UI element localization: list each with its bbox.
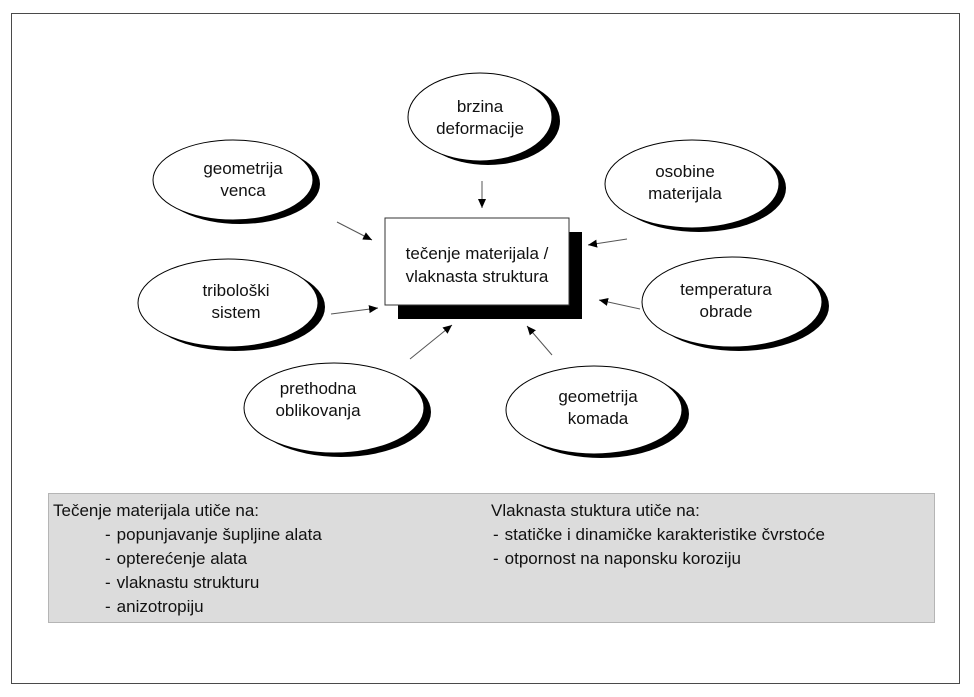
dash-glyph: - <box>105 597 111 616</box>
node-label: temperatura <box>680 280 772 299</box>
node-ellipse <box>152 139 314 221</box>
list-item-text: popunjavanje šupljine alata <box>116 525 322 544</box>
node-ellipse <box>407 72 553 162</box>
node-label: venca <box>220 181 266 200</box>
center-box-rect <box>384 217 570 306</box>
dash-glyph: - <box>493 525 499 544</box>
list-item: -statičke i dinamičke karakteristike čvr… <box>491 523 825 547</box>
arrows <box>330 181 641 360</box>
node-label: brzina <box>457 97 504 116</box>
center-box: tečenje materijala / vlaknasta struktura <box>384 217 582 319</box>
list-item-text: otpornost na naponsku koroziju <box>504 549 741 568</box>
list-item: -otpornost na naponsku koroziju <box>491 547 825 571</box>
node-geometrija-komada: geometrija komada <box>505 365 689 458</box>
node-ellipse <box>641 256 823 348</box>
arrow-geometrija-komada <box>526 325 553 356</box>
arrow-triboloski-sistem <box>330 305 379 315</box>
node-ellipse <box>243 362 425 454</box>
node-geometrija-venca: geometrija venca <box>152 139 320 224</box>
node-ellipse <box>137 258 319 348</box>
node-label: komada <box>568 409 629 428</box>
node-label: osobine <box>655 162 715 181</box>
node-label: materijala <box>648 184 722 203</box>
node-label: prethodna <box>280 379 357 398</box>
node-label: oblikovanja <box>275 401 361 420</box>
list-item-text: opterećenje alata <box>116 549 248 568</box>
arrow-temperatura-obrade <box>598 298 641 310</box>
node-triboloski-sistem: tribološki sistem <box>137 258 325 351</box>
influence-summary-panel: Tečenje materijala utiče na: -popunjavan… <box>48 493 935 623</box>
fiber-structure-heading: Vlaknasta stuktura utiče na: <box>491 501 700 520</box>
center-label: vlaknasta struktura <box>406 267 549 286</box>
dash-glyph: - <box>105 525 111 544</box>
list-item: -vlaknastu strukturu <box>53 571 322 595</box>
arrow-prethodna-oblikovanja <box>409 324 453 360</box>
list-item-text: vlaknastu strukturu <box>116 573 260 592</box>
node-label: geometrija <box>558 387 638 406</box>
node-temperatura-obrade: temperatura obrade <box>641 256 829 351</box>
center-label: tečenje materijala / <box>406 244 549 263</box>
material-flow-effects: Tečenje materijala utiče na: -popunjavan… <box>53 499 322 619</box>
material-flow-heading: Tečenje materijala utiče na: <box>53 501 260 520</box>
node-brzina-deformacije: brzina deformacije <box>407 72 560 165</box>
material-flow-list: -popunjavanje šupljine alata -opterećenj… <box>53 523 322 619</box>
list-item-text: anizotropiju <box>116 597 204 616</box>
fiber-structure-list: -statičke i dinamičke karakteristike čvr… <box>491 523 825 571</box>
node-osobine-materijala: osobine materijala <box>604 139 786 232</box>
node-ellipse <box>604 139 780 229</box>
arrow-geometrija-venca <box>336 221 373 241</box>
list-item: -popunjavanje šupljine alata <box>53 523 322 547</box>
arrow-osobine-materijala <box>587 238 628 248</box>
list-item: -anizotropiju <box>53 595 322 619</box>
fiber-structure-effects: Vlaknasta stuktura utiče na: -statičke i… <box>491 499 825 571</box>
list-item: -opterećenje alata <box>53 547 322 571</box>
dash-glyph: - <box>493 549 499 568</box>
node-label: deformacije <box>436 119 524 138</box>
list-item-text: statičke i dinamičke karakteristike čvrs… <box>504 525 825 544</box>
dash-glyph: - <box>105 549 111 568</box>
node-label: obrade <box>700 302 753 321</box>
node-label: tribološki <box>202 281 269 300</box>
node-prethodna-oblikovanja: prethodna oblikovanja <box>243 362 431 457</box>
node-ellipse <box>505 365 683 455</box>
node-label: geometrija <box>203 159 283 178</box>
dash-glyph: - <box>105 573 111 592</box>
node-label: sistem <box>211 303 260 322</box>
